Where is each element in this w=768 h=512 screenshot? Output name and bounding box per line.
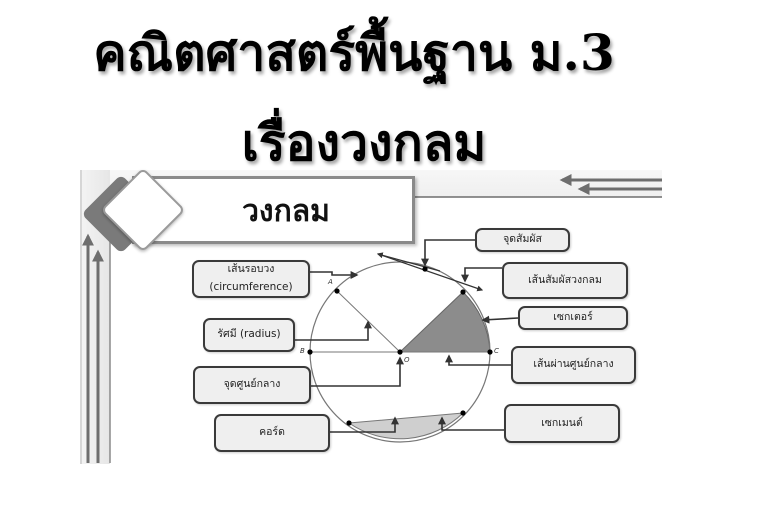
connectors xyxy=(295,239,519,433)
points xyxy=(307,266,493,426)
page-subtitle: เรื่องวงกลม xyxy=(241,113,487,172)
radius-line xyxy=(336,290,401,353)
label-circumference-thai: เส้นรอบวง xyxy=(227,263,275,276)
point-label-b: B xyxy=(300,347,305,355)
label-segment: เซกเมนต์ xyxy=(504,404,620,443)
label-diameter: เส้นผ่านศูนย์กลาง xyxy=(511,346,636,384)
header-title: วงกลม xyxy=(242,194,330,229)
label-tangent-point: จุดสัมผัส xyxy=(475,228,570,252)
top-arrows-decoration xyxy=(415,174,662,198)
label-center: จุดศูนย์กลาง xyxy=(193,366,311,404)
point-label-a: A xyxy=(328,278,333,286)
label-sector: เซกเตอร์ xyxy=(518,306,628,330)
sector-region xyxy=(398,291,491,353)
label-tangent-line: เส้นสัมผัสวงกลม xyxy=(502,262,628,299)
label-radius: รัศมี (radius) xyxy=(203,318,295,352)
label-circumference: เส้นรอบวง (circumference) xyxy=(192,260,310,298)
tangent-line xyxy=(377,253,484,292)
point-label-o: O xyxy=(404,356,410,364)
left-arrows-decoration xyxy=(82,233,111,463)
point-label-c: C xyxy=(494,347,499,355)
page-title: คณิตศาสตร์พื้นฐาน ม.3 xyxy=(93,23,615,82)
label-circumference-en: (circumference) xyxy=(209,281,293,293)
label-chord: คอร์ด xyxy=(214,414,330,452)
